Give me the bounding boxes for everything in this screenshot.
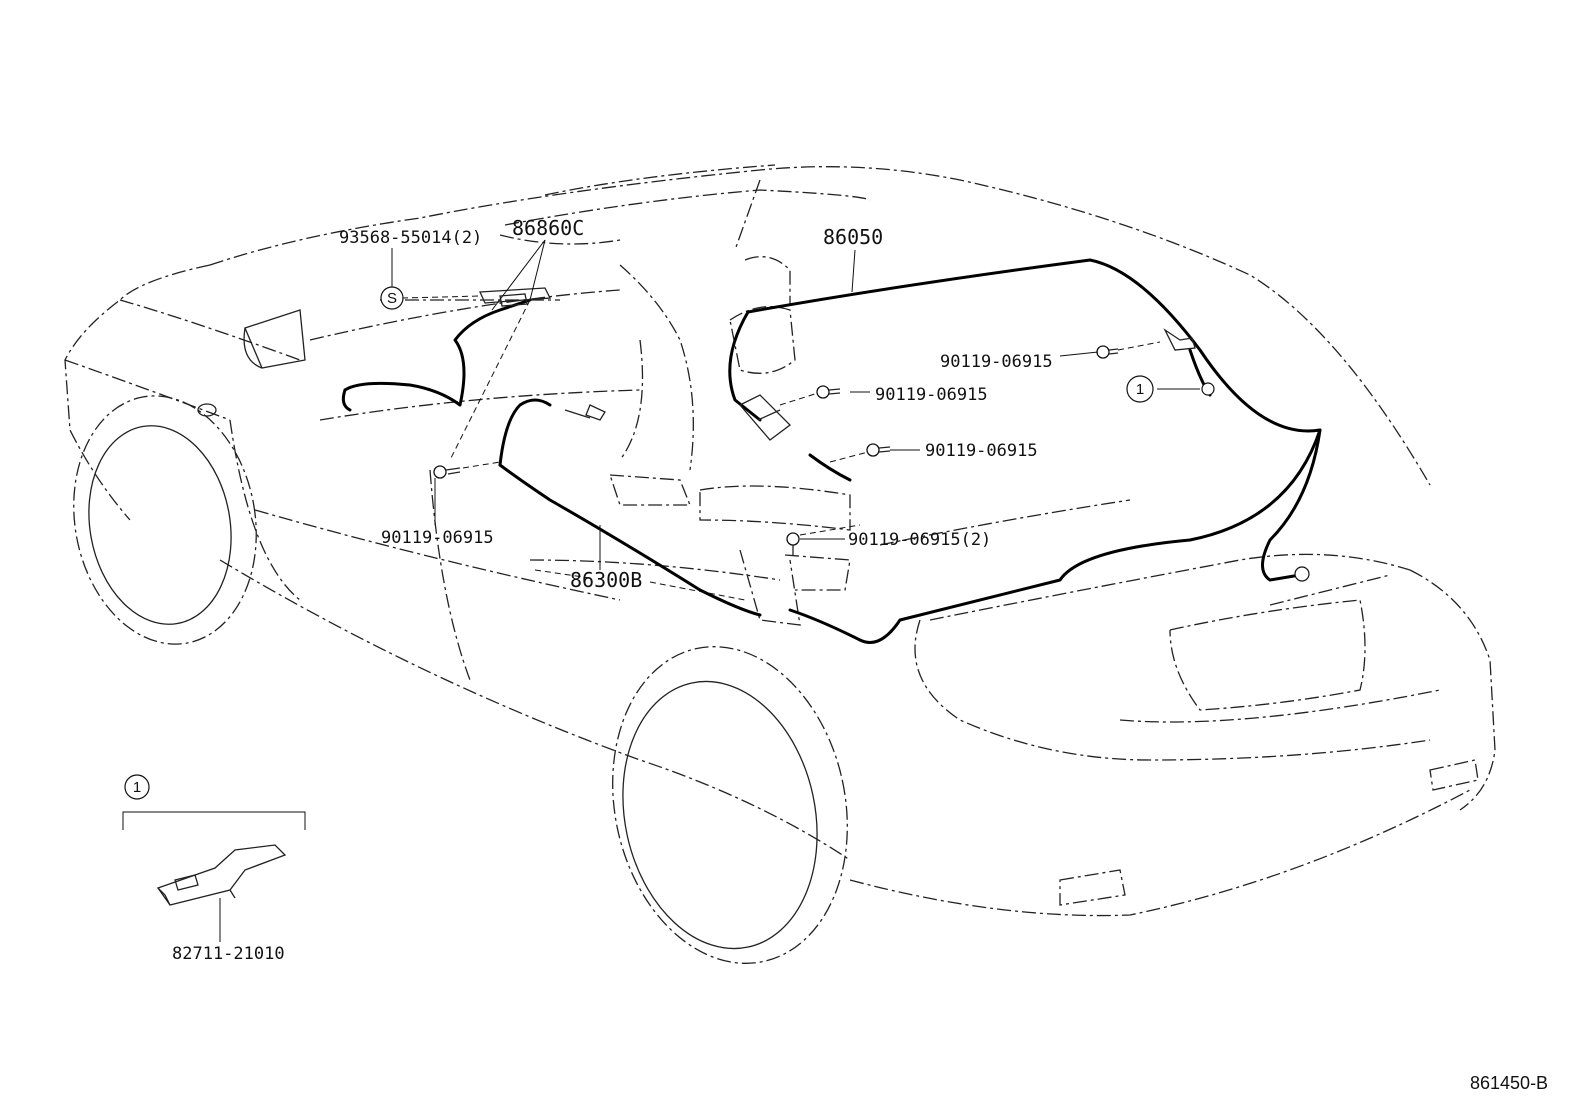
part-number-90119-front-floor: 90119-06915 [381,528,494,548]
bolt-icon [816,385,841,399]
connector-icon [738,394,791,441]
part-number-90119-upper: 90119-06915 [875,385,988,405]
part-number-90119-mid: 90119-06915 [925,441,1038,461]
diagram-reference-code: 861450-B [1470,1073,1548,1093]
detail-inset: 1 82711-21010 [122,774,306,964]
svg-text:S: S [387,290,397,307]
bolt-icon [786,532,800,555]
harness-86860c [343,298,532,407]
part-number-86050: 86050 [823,225,883,249]
callout-circle [124,774,150,800]
connector-icon [1294,566,1310,582]
connector-icon [564,404,606,421]
callout-1-rear: 1 [1126,375,1154,403]
car-mirror-and-wheels [73,309,848,964]
part-number-90119-console: 90119-06915(2) [848,530,991,550]
car-body-outline [64,164,1496,917]
callout-s: S [380,286,404,310]
connector-icon [479,287,552,307]
part-number-86860c: 86860C [512,216,584,240]
clip-icon [1163,328,1215,396]
bolt-icon [1096,345,1119,359]
part-number-93568: 93568-55014(2) [339,228,482,248]
harness-86300b [498,463,762,617]
detail-callout-number: 1 [133,779,141,796]
bolt-icon [866,443,891,457]
wire-harnesses [341,258,1322,644]
svg-text:1: 1 [1136,381,1144,398]
part-number-90119-rear-roof: 90119-06915 [940,352,1053,372]
lamp-icon [156,844,287,906]
part-number-82711: 82711-21010 [172,944,285,964]
leader-lines [219,239,1200,942]
harness-86050 [728,258,1322,644]
part-number-86300b: 86300B [570,568,642,592]
bolt-icon [433,465,461,479]
